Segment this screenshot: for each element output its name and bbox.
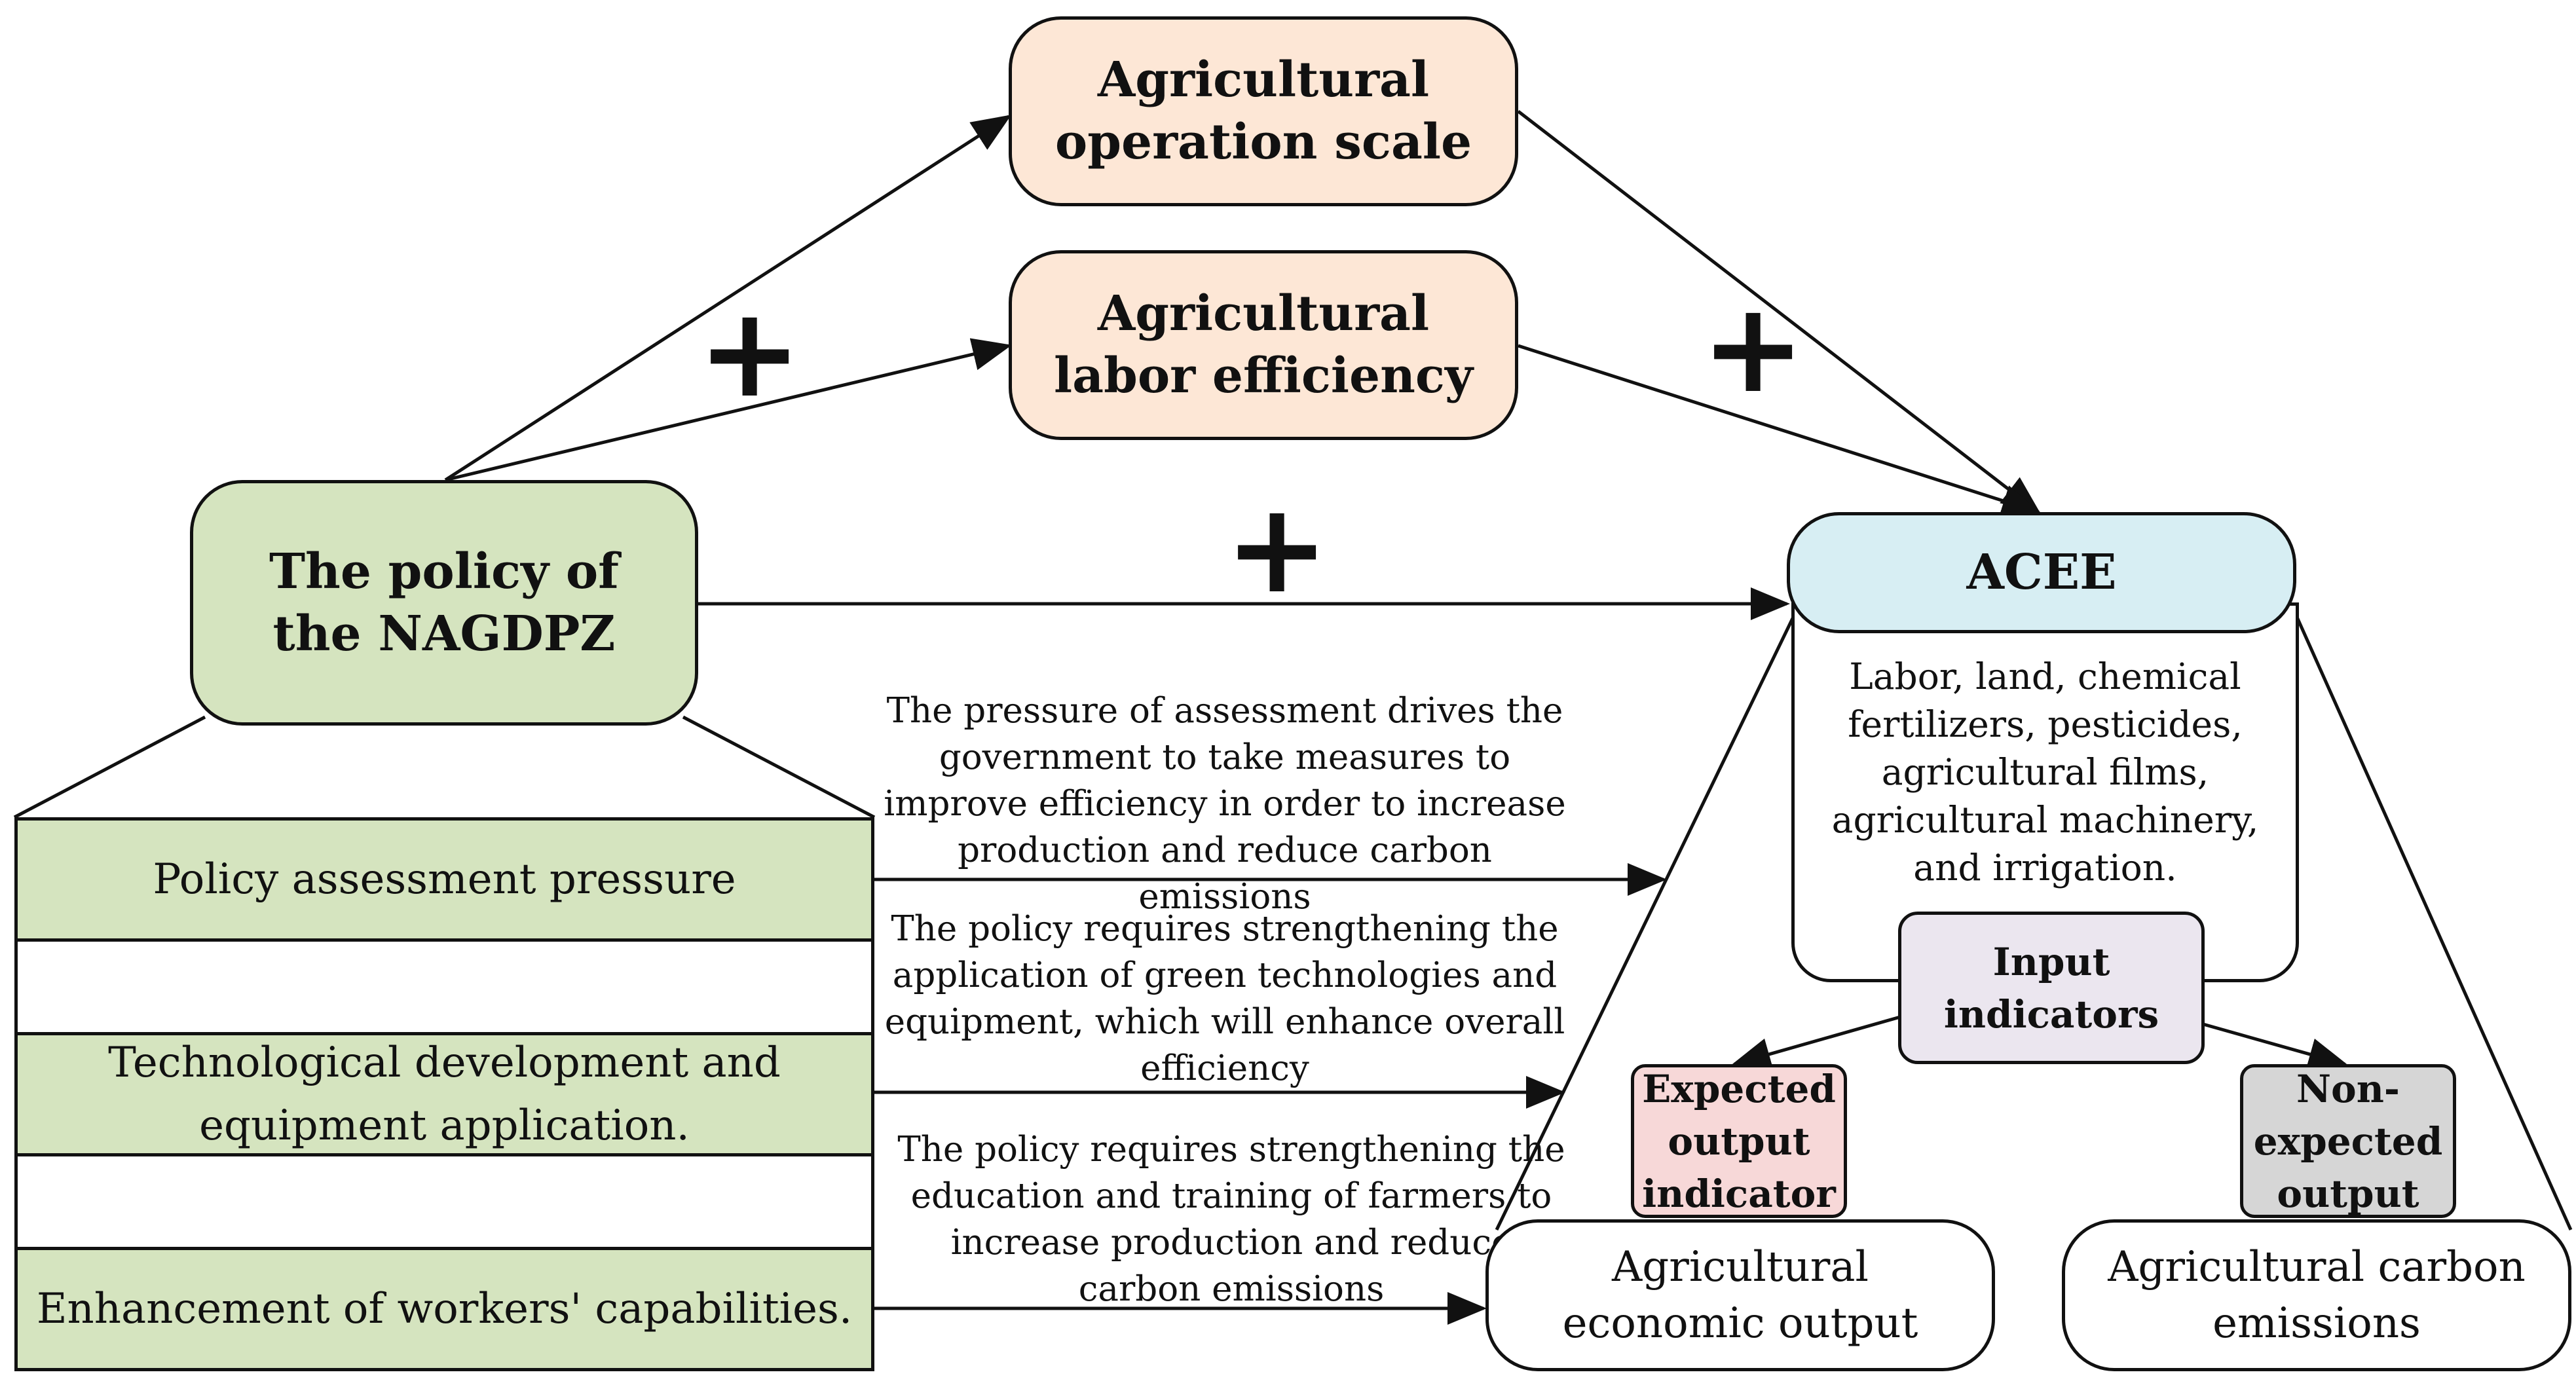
note-workers: The policy requires strengthening the ed… [891,1126,1572,1312]
arrow-policy-to-labor [445,338,1012,482]
arrow-policy-to-scale [444,115,1012,482]
policy-label: The policy of the NAGDPZ [269,543,620,662]
policy-expand-right [682,715,876,819]
acee-label: ACEE [1966,544,2117,600]
input-indicators-label: Input indicators [1943,939,2159,1037]
mechanism-assessment: Policy assessment pressure [14,817,874,942]
operation-scale-box: Agricultural operation scale [1009,16,1518,206]
acee-inputs-panel: Labor, land, chemical fertilizers, pesti… [1791,602,2299,982]
policy-box: The policy of the NAGDPZ [190,480,698,726]
operation-scale-label: Agricultural operation scale [1055,52,1472,170]
mechanism-workers-label: Enhancement of workers' capabilities. [36,1285,853,1333]
input-indicators-box: Input indicators [1898,912,2205,1064]
labor-efficiency-box: Agricultural labor efficiency [1009,250,1518,440]
mechanism-technology: Technological development and equipment … [14,1032,874,1156]
mechanism-technology-label: Technological development and equipment … [108,1039,781,1150]
note-workers-text: The policy requires strengthening the ed… [897,1130,1565,1309]
nonexpected-output-label: Non-expected output [2253,1066,2443,1216]
carbon-emissions-label: Agricultural carbon emissions [2108,1243,2526,1348]
economic-output-box: Agricultural economic output [1485,1219,1995,1371]
plus-sign-mediator-right: + [1701,276,1806,420]
note-assessment-text: The pressure of assessment drives the go… [884,691,1566,917]
plus-sign-mediator-left: + [698,280,802,425]
arrow-scale-to-acee [1517,110,2041,515]
mechanism-workers: Enhancement of workers' capabilities. [14,1247,874,1371]
expected-output-label: Expected output indicator [1642,1066,1836,1216]
note-assessment: The pressure of assessment drives the go… [878,688,1572,920]
acee-expand-right [2294,613,2573,1231]
nonexpected-output-box: Non-expected output [2240,1064,2456,1218]
mechanism-gap-2 [14,1153,874,1250]
economic-output-label: Agricultural economic output [1562,1243,1918,1348]
mechanism-assessment-label: Policy assessment pressure [153,855,736,904]
acee-expand-left [1495,613,1797,1231]
arrow-labor-to-acee [1518,344,2042,517]
acee-box: ACEE [1787,512,2296,633]
labor-efficiency-label: Agricultural labor efficiency [1054,286,1473,404]
carbon-emissions-box: Agricultural carbon emissions [2062,1219,2571,1371]
mechanism-gap-1 [14,938,874,1035]
acee-inputs-text: Labor, land, chemical fertilizers, pesti… [1831,656,2259,889]
note-technology-text: The policy requires strengthening the ap… [884,909,1565,1088]
expected-output-box: Expected output indicator [1631,1064,1847,1218]
plus-sign-direct: + [1225,476,1330,621]
note-technology: The policy requires strengthening the ap… [884,906,1565,1092]
policy-expand-left [13,715,206,819]
